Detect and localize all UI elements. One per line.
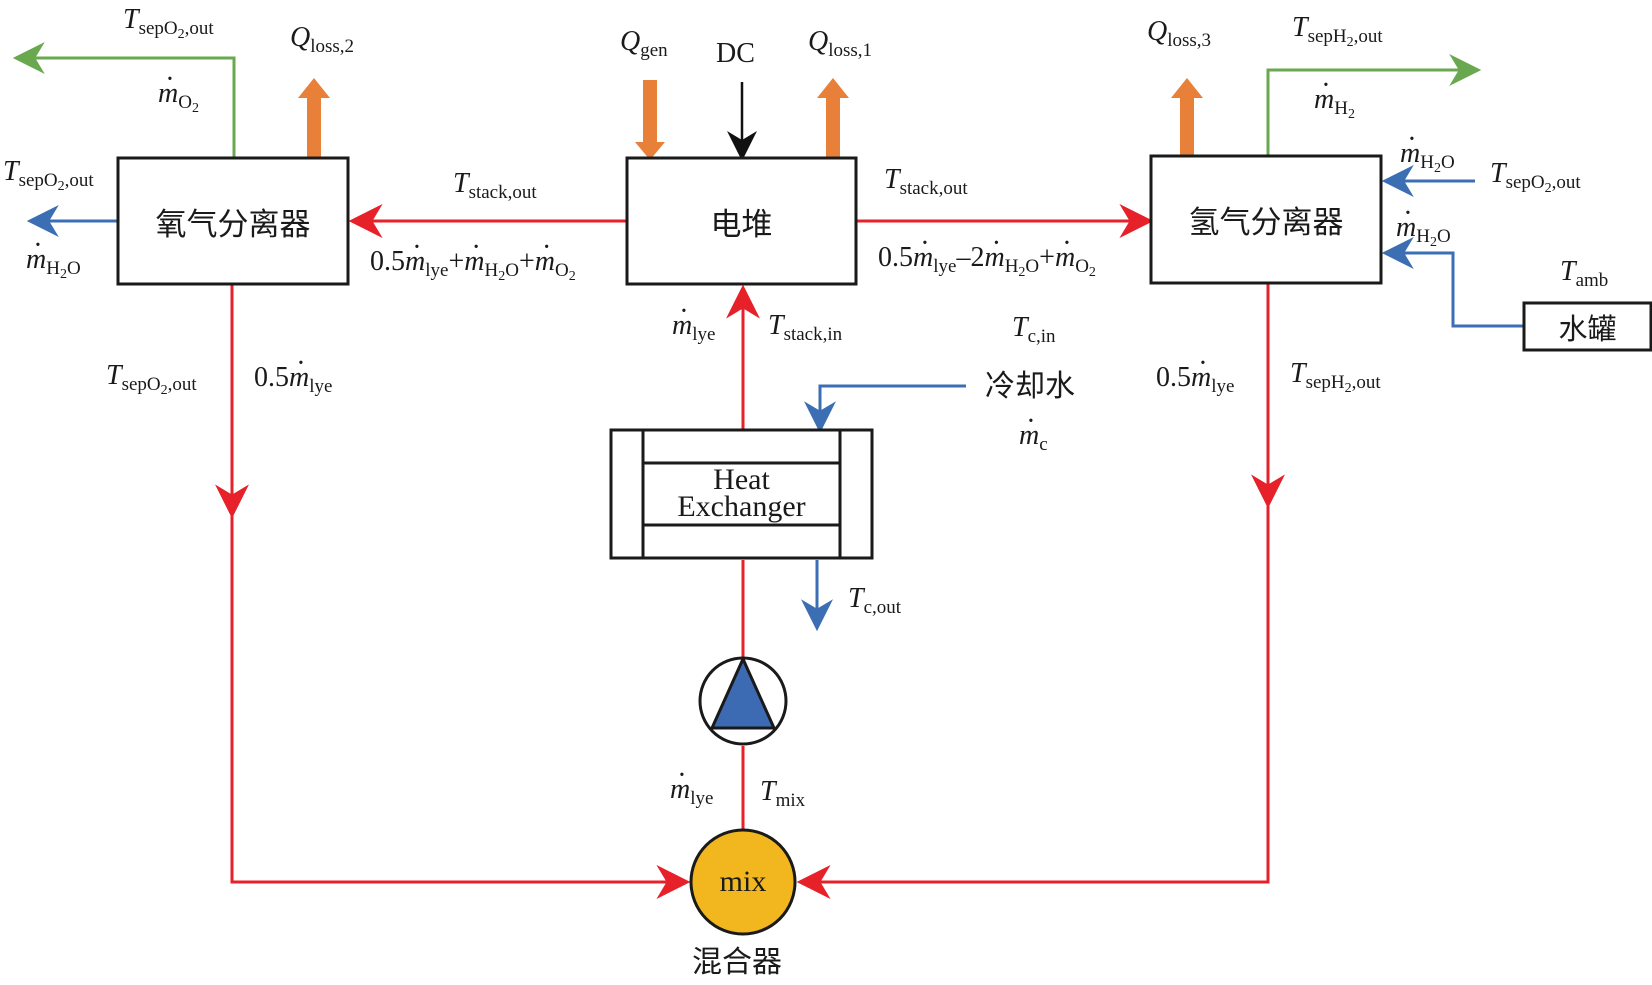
q-gen-label: Qgen [620,26,668,61]
lye-flows [215,204,1285,899]
m-h2o-from-tank-label: mH2O [1396,214,1451,250]
gas-flows [12,42,1482,158]
t-sep-h2-out-top-label: TsepH2,out [1292,12,1383,50]
pump-icon [698,656,788,746]
h2-stream-composition-label: 0.5mlye–2mH2O+mO2 [878,244,1096,280]
m-c-label: mc [1019,422,1048,455]
m-h2-label: mH2 [1314,86,1355,122]
h2-separator-label: 氢气分离器 [1188,205,1344,241]
m-lye-mix-label: mlye [670,776,713,809]
t-sep-o2-out-down-label: TsepO2,out [106,360,197,398]
m-h2o-from-o2-label: mH2O [1400,140,1455,176]
o2-stream-composition-label: 0.5mlye+mH2O+mO2 [370,248,576,284]
t-mix-label: Tmix [760,776,806,811]
q-loss-3-label: Qloss,3 [1147,16,1212,51]
h2-out-flow [1266,54,1482,156]
t-stack-out-left-label: Tstack,out [453,168,537,203]
o2-out-flow [12,42,236,158]
water-flows [26,165,1524,632]
half-m-lye-h2-label: 0.5mlye [1156,364,1234,397]
t-sep-o2-out-right-label: TsepO2,out [1490,158,1581,196]
m-o2-label: mO2 [158,80,199,116]
dc-label: DC [716,38,755,69]
t-sep-h2-out-down-label: TsepH2,out [1290,358,1381,396]
t-stack-in-label: Tstack,in [768,310,843,345]
q-loss-1-label: Qloss,1 [808,26,873,61]
t-sep-o2-out-top-label: TsepO2,out [123,4,214,42]
cooling-water-label: 冷却水 [985,369,1075,404]
heat-exchanger-label-line1: Heat [713,463,770,496]
heat-exchanger-label: Heat Exchanger [643,463,840,523]
mixer-circle [689,828,797,936]
m-lye-stack-in-label: mlye [672,312,715,345]
heat-exchanger [609,428,874,560]
mixer-label: mix [719,865,767,898]
half-m-lye-o2-label: 0.5mlye [254,364,332,397]
t-c-out-label: Tc,out [848,583,902,618]
mixer-caption: 混合器 [692,945,782,980]
o2-separator-label: 氧气分离器 [155,206,311,243]
o2-separator-box [116,156,350,286]
o2-sep-to-mixer-flow [230,505,691,899]
h2-separator-box [1149,154,1383,285]
m-h2o-o2-sep-label: mH2O [26,246,81,282]
tank-to-h2-sep-flow [1381,237,1524,328]
q-loss-1-arrow [817,78,849,158]
q-gen-arrow [635,80,665,160]
t-amb-label: Tamb [1560,256,1609,291]
cooling-water-in-flow [804,384,966,434]
q-loss-3-arrow [1171,78,1203,156]
heat-exchanger-label-line2: Exchanger [677,490,806,523]
q-loss-2-arrow [298,78,330,158]
stack-box [625,156,858,286]
heat-flows [298,78,1203,160]
t-stack-out-right-label: Tstack,out [884,164,968,199]
t-sep-o2-out-left-label: TsepO2,out [3,156,94,194]
water-tank-box [1522,301,1652,352]
h2-sep-to-mixer-flow [796,495,1270,899]
water-tank-label: 水罐 [1558,311,1617,346]
stack-label: 电堆 [710,206,773,243]
t-c-in-label: Tc,in [1012,312,1056,347]
q-loss-2-label: Qloss,2 [290,22,355,57]
